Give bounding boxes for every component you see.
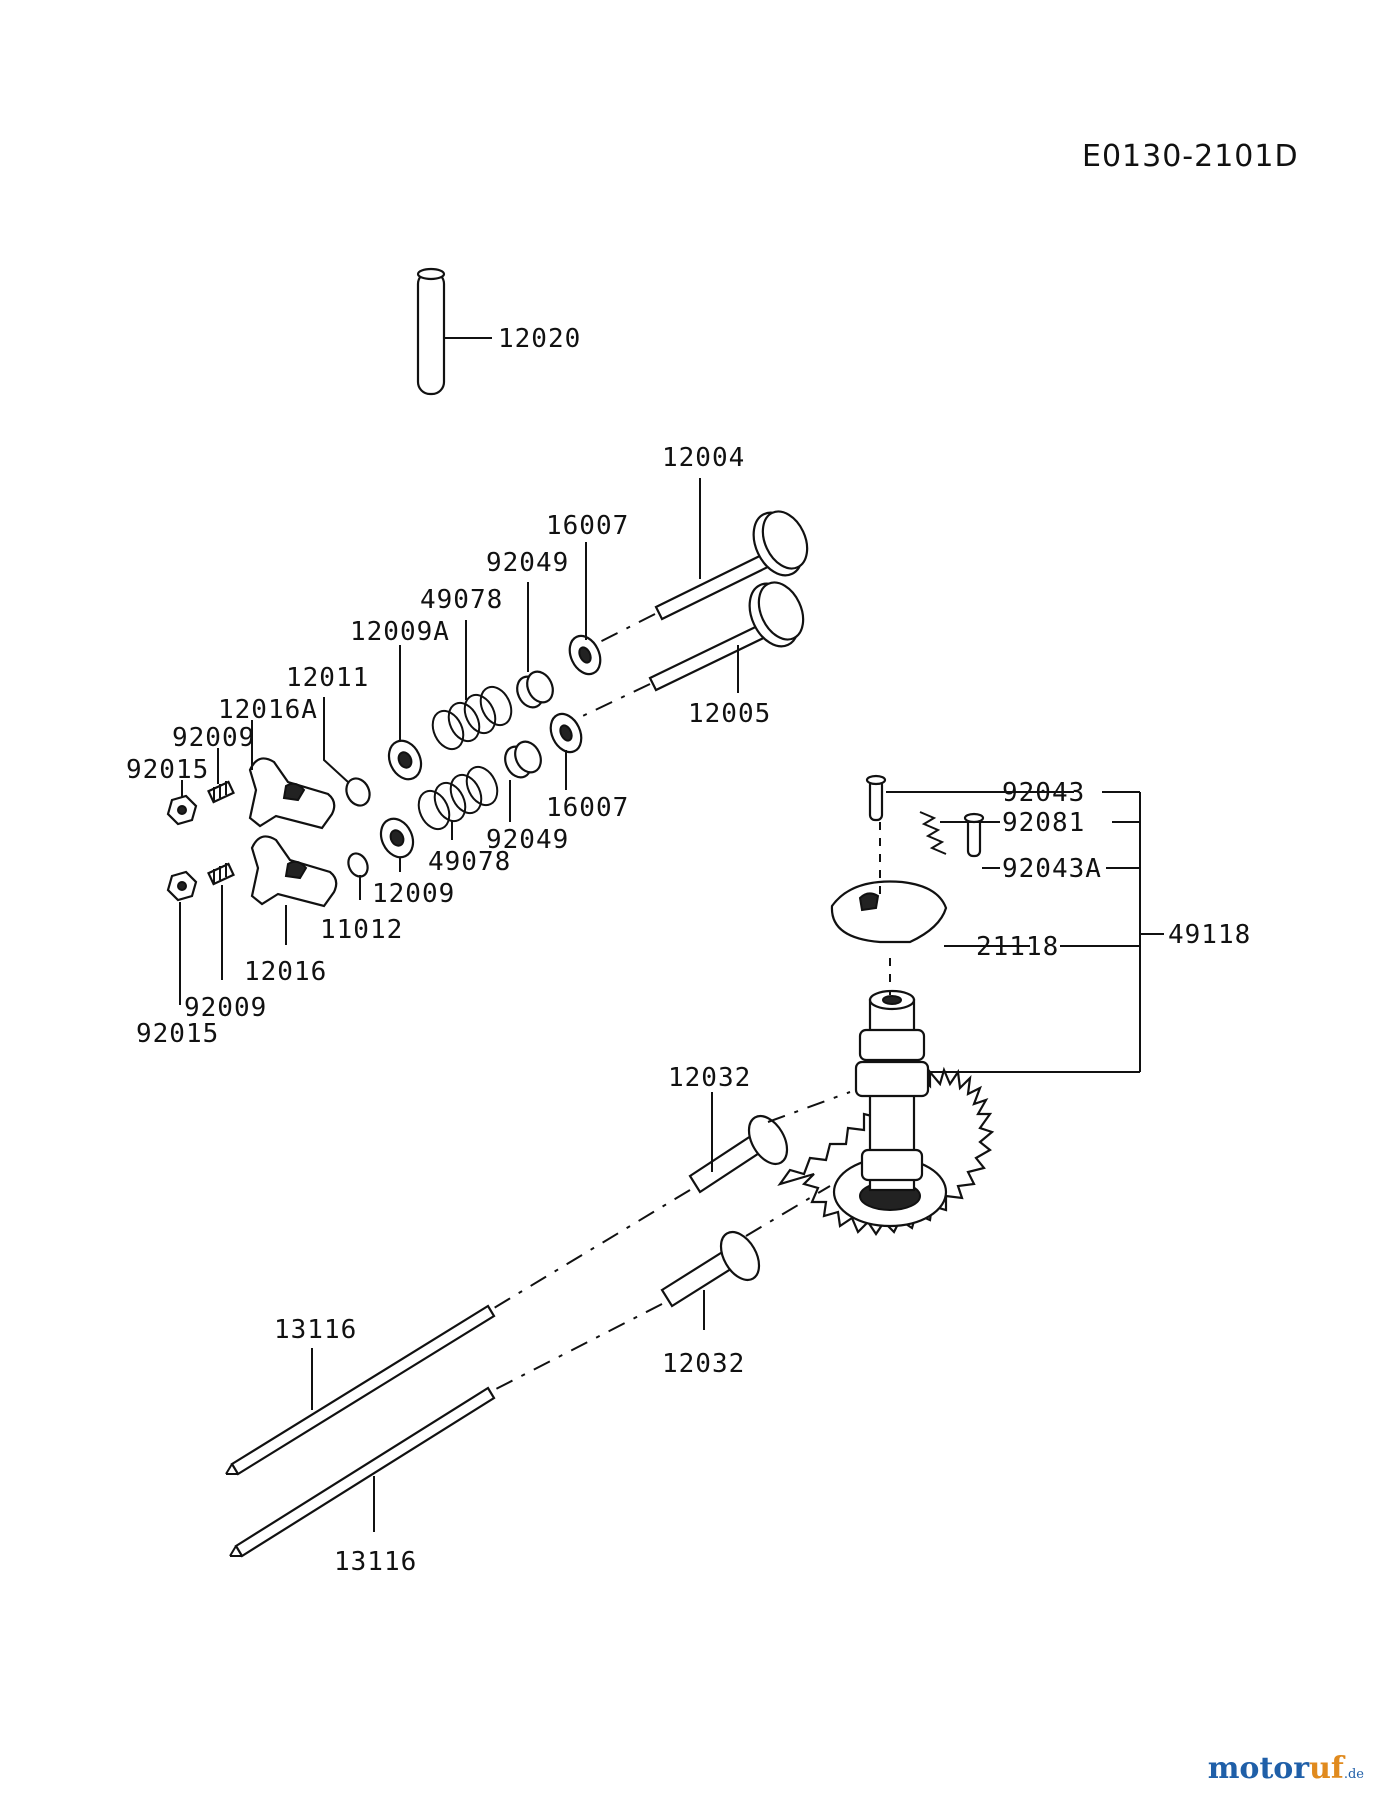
watermark-part1: motor (1207, 1751, 1310, 1786)
seal-92049-upper (516, 670, 554, 709)
watermark-logo: motoruf.de (1208, 1751, 1364, 1786)
label-49078-upper: 49078 (420, 585, 503, 615)
tappet-12032-lower (660, 1185, 831, 1308)
rocker-arm-12016 (250, 835, 338, 908)
nut-92015-upper (166, 794, 198, 826)
adjusting-screw-92009-upper (207, 780, 235, 804)
label-92081: 92081 (1002, 808, 1085, 838)
cap-12011 (345, 777, 371, 807)
weight-21118 (830, 880, 948, 944)
label-49078-lower: 49078 (428, 847, 511, 877)
label-12011: 12011 (286, 663, 369, 693)
label-92043: 92043 (1002, 778, 1085, 808)
label-49118: 49118 (1168, 920, 1251, 950)
spring-49078-lower (417, 765, 499, 831)
adjusting-screw-92009-lower (207, 862, 235, 886)
pin-92043A (963, 812, 985, 858)
label-92015-lower: 92015 (136, 1019, 219, 1049)
label-11012: 11012 (320, 915, 403, 945)
label-16007-lower: 16007 (546, 793, 629, 823)
valve-12004 (579, 510, 809, 653)
label-16007-upper: 16007 (546, 511, 629, 541)
seal-92049-lower (504, 740, 542, 779)
label-12009A: 12009A (350, 617, 450, 647)
washer-11012 (347, 852, 369, 878)
label-92043A: 92043A (1002, 854, 1102, 884)
push-rod-13116-upper (225, 1304, 496, 1476)
label-12009: 12009 (372, 879, 455, 909)
group-bracket-49118 (908, 791, 1164, 1073)
retainer-16007-lower (549, 712, 583, 754)
push-rod-13116-lower (229, 1386, 496, 1558)
pin-92043 (865, 774, 887, 822)
push-rod-axis-lower (493, 1303, 663, 1391)
watermark-part2: uf (1309, 1751, 1344, 1786)
label-92049-upper: 92049 (486, 548, 569, 578)
seat-12009 (379, 817, 415, 859)
label-12016: 12016 (244, 957, 327, 987)
label-12005: 12005 (688, 699, 771, 729)
label-12020: 12020 (498, 324, 581, 354)
drawing-code: E0130-2101D (1082, 139, 1299, 174)
spring-49078-upper (431, 685, 513, 751)
push-rod-axis-upper (493, 1189, 691, 1309)
tappet-12032-upper (688, 1091, 851, 1194)
watermark-suffix: .de (1343, 1767, 1364, 1782)
label-12032-upper: 12032 (668, 1063, 751, 1093)
spring-92081 (919, 811, 947, 855)
label-12032-lower: 12032 (662, 1349, 745, 1379)
rocker-arm-12016A (248, 757, 336, 830)
label-92009-lower: 92009 (184, 993, 267, 1023)
label-12016A: 12016A (218, 695, 318, 725)
label-92015-upper: 92015 (126, 755, 209, 785)
label-12004: 12004 (662, 443, 745, 473)
seat-12009A (387, 739, 423, 781)
camshaft (854, 989, 930, 1192)
nut-92015-lower (166, 870, 198, 902)
valve-12005 (569, 581, 805, 723)
retainer-16007-upper (568, 634, 602, 676)
label-92049-lower: 92049 (486, 825, 569, 855)
label-21118: 21118 (976, 932, 1059, 962)
label-13116-lower: 13116 (334, 1547, 417, 1577)
pin-12020 (416, 267, 492, 396)
label-13116-upper: 13116 (274, 1315, 357, 1345)
label-92009-upper: 92009 (172, 723, 255, 753)
